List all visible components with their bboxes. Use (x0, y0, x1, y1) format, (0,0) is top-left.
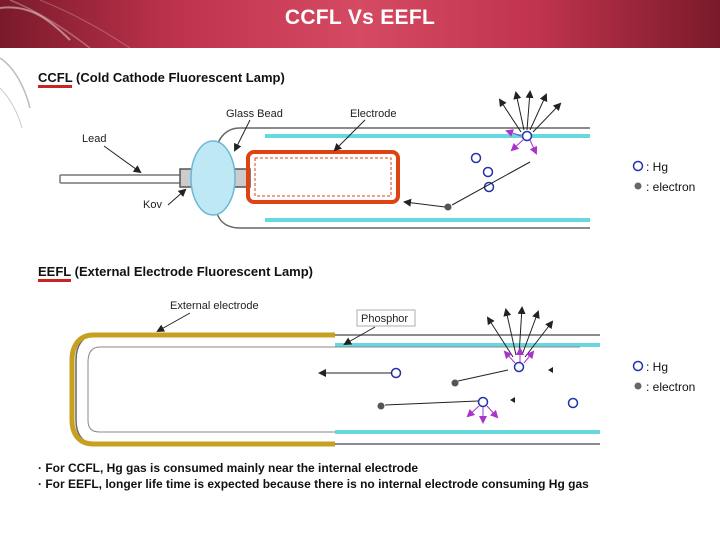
label-lead: Lead (82, 133, 106, 145)
label-phosphor-box (356, 309, 416, 327)
legend-hg-label: : Hg (646, 360, 668, 374)
eefl-heading-prefix: EEFL (38, 264, 71, 282)
eefl-hg-atom (390, 367, 402, 379)
eefl-tube-outline (75, 334, 600, 445)
ccfl-electron (444, 203, 452, 211)
legend-hg-icon (632, 360, 644, 372)
title-bar: CCFL Vs EEFL (0, 0, 720, 48)
page-title: CCFL Vs EEFL (284, 6, 436, 29)
ccfl-hg-atom (521, 130, 533, 142)
notes: · For CCFL, Hg gas is consumed mainly ne… (38, 460, 718, 492)
ccfl-heading-rest: (Cold Cathode Fluorescent Lamp) (72, 70, 285, 85)
eefl-uv-photon (503, 350, 516, 364)
ccfl-hg-atom (483, 181, 495, 193)
legend-electron-icon (634, 182, 642, 190)
ccfl-uv-photon (510, 138, 525, 152)
ccfl-electrode (246, 150, 400, 204)
side-decoration (0, 57, 31, 129)
eefl-hg-atom (567, 397, 579, 409)
eefl-heading: EEFL (External Electrode Fluorescent Lam… (38, 264, 314, 282)
ccfl-hg-atom (482, 166, 494, 178)
legend-electron-label: : electron (646, 380, 695, 394)
legend-electron-icon (634, 382, 642, 390)
label-phosphor: Phosphor (361, 313, 408, 325)
eefl-electron (377, 402, 385, 410)
label-glass-bead: Glass Bead (226, 108, 283, 120)
eefl-heading-rest: (External Electrode Fluorescent Lamp) (71, 264, 314, 279)
legend-electron-label: : electron (646, 180, 695, 194)
ccfl-heading-prefix: CCFL (38, 70, 73, 88)
ccfl-hg-atom (470, 152, 482, 164)
eefl-hg-atom (477, 396, 489, 408)
note-eefl: · For EEFL, longer life time is expected… (38, 477, 589, 491)
legend-hg-label: : Hg (646, 160, 668, 174)
label-external-electrode: External electrode (170, 300, 259, 312)
eefl-electron (451, 379, 459, 387)
legend-hg-icon (632, 160, 644, 172)
eefl-hg-atom (513, 361, 525, 373)
header-decoration (0, 0, 131, 48)
ccfl-tube-outline (214, 127, 590, 229)
eefl-external-electrode (69, 332, 335, 447)
label-kov: Kov (143, 199, 162, 211)
ccfl-glass-bead (190, 140, 236, 216)
eefl-light-ray (486, 316, 514, 358)
note-ccfl: · For CCFL, Hg gas is consumed mainly ne… (38, 461, 419, 475)
ccfl-light-ray (498, 98, 522, 133)
label-electrode: Electrode (350, 108, 396, 120)
ccfl-diagram: Glass Bead Electrode Lead Kov : Hg : ele… (59, 90, 695, 229)
eefl-diagram: External electrode Phosphor : Hg : elect… (69, 300, 695, 447)
ccfl-heading: CCFL (Cold Cathode Fluorescent Lamp) (38, 70, 285, 88)
